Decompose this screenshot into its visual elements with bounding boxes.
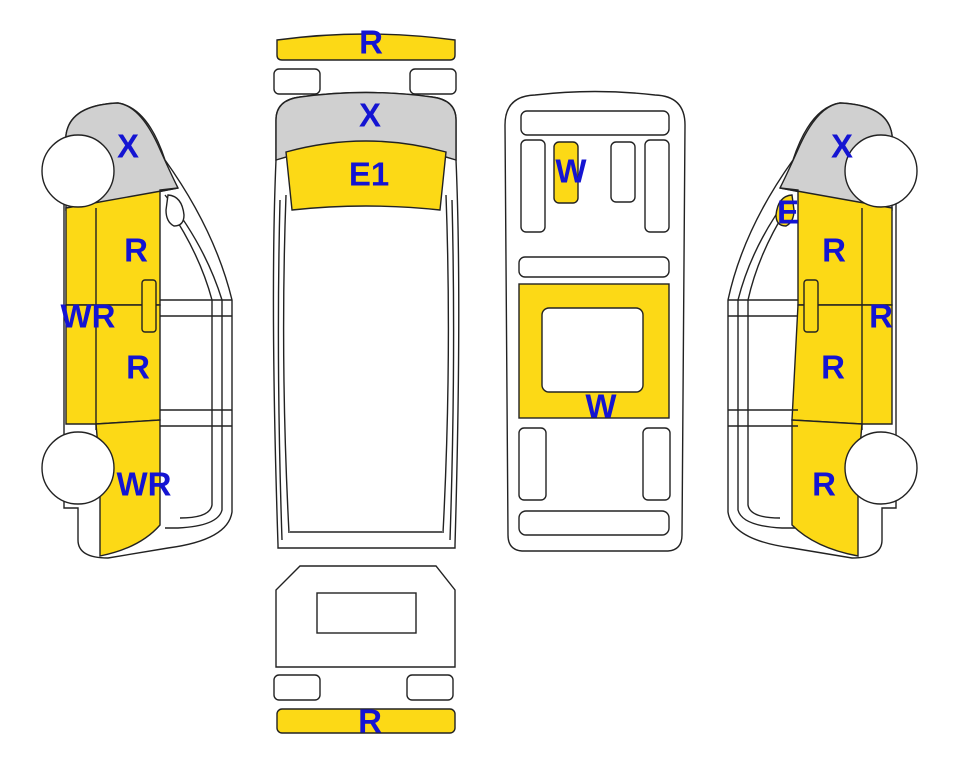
- right-mirror-area[interactable]: [775, 194, 795, 227]
- marker-left-rear-door: R: [126, 349, 150, 386]
- marker-right-front-door: R: [822, 232, 846, 269]
- marker-left-pillar: WR: [61, 298, 116, 335]
- marker-right-pillar: R: [869, 298, 893, 335]
- taillight-left: [273, 674, 321, 701]
- marker-windshield: E1: [349, 156, 389, 193]
- marker-right-rear-door: R: [821, 349, 845, 386]
- left-rear-wheel: [41, 431, 115, 505]
- windshield-area[interactable]: [285, 140, 447, 211]
- roof-rear-bar: [518, 510, 670, 536]
- right-side-view: X E R R R R: [727, 102, 918, 559]
- headlight-left: [273, 68, 321, 95]
- roof-slot-4: [644, 139, 670, 233]
- roof-mid-bar: [518, 256, 670, 278]
- taillight-right: [406, 674, 454, 701]
- side-edge-left-outer: [277, 199, 283, 541]
- sunroof-opening: [541, 307, 644, 393]
- roof-slot-6: [642, 427, 671, 501]
- roof-slot-5: [518, 427, 547, 501]
- license-plate: [316, 592, 417, 634]
- marker-rear-bumper: R: [358, 703, 382, 740]
- marker-hood: X: [359, 97, 381, 134]
- marker-right-rear-fender: R: [812, 466, 836, 503]
- front-bumper-area[interactable]: [276, 33, 456, 61]
- left-side-view: X R WR R WR: [41, 102, 233, 559]
- roof-view: W W: [504, 90, 686, 552]
- side-edge-left: [282, 194, 290, 534]
- side-edge-right: [442, 194, 450, 534]
- marker-left-front: X: [117, 128, 139, 165]
- right-door-handle: [803, 279, 819, 333]
- side-edge-right-outer: [449, 199, 455, 541]
- right-rear-wheel: [844, 431, 918, 505]
- roof-slot-1: [520, 139, 546, 233]
- rear-bumper-area[interactable]: [276, 708, 456, 734]
- top-view: R X E1 R: [272, 24, 460, 740]
- marker-front-bumper: R: [359, 24, 383, 61]
- marker-right-front: X: [831, 128, 853, 165]
- left-mirror: [165, 194, 185, 227]
- right-rear-fender-area[interactable]: [791, 419, 863, 557]
- left-rear-fender-area[interactable]: [95, 419, 161, 557]
- marker-left-rear-fender: WR: [117, 466, 172, 503]
- marker-left-front-door: R: [124, 232, 148, 269]
- right-front-wheel: [844, 134, 918, 208]
- roof-front-bar: [520, 110, 670, 136]
- left-front-wheel: [41, 134, 115, 208]
- roof-front-area[interactable]: [553, 141, 579, 204]
- marker-roof-rear: W: [585, 388, 617, 425]
- marker-roof-front: W: [555, 153, 587, 190]
- roof-slot-3: [610, 141, 636, 203]
- marker-right-mirror: E: [777, 194, 799, 231]
- left-door-handle: [141, 279, 157, 333]
- headlight-right: [409, 68, 457, 95]
